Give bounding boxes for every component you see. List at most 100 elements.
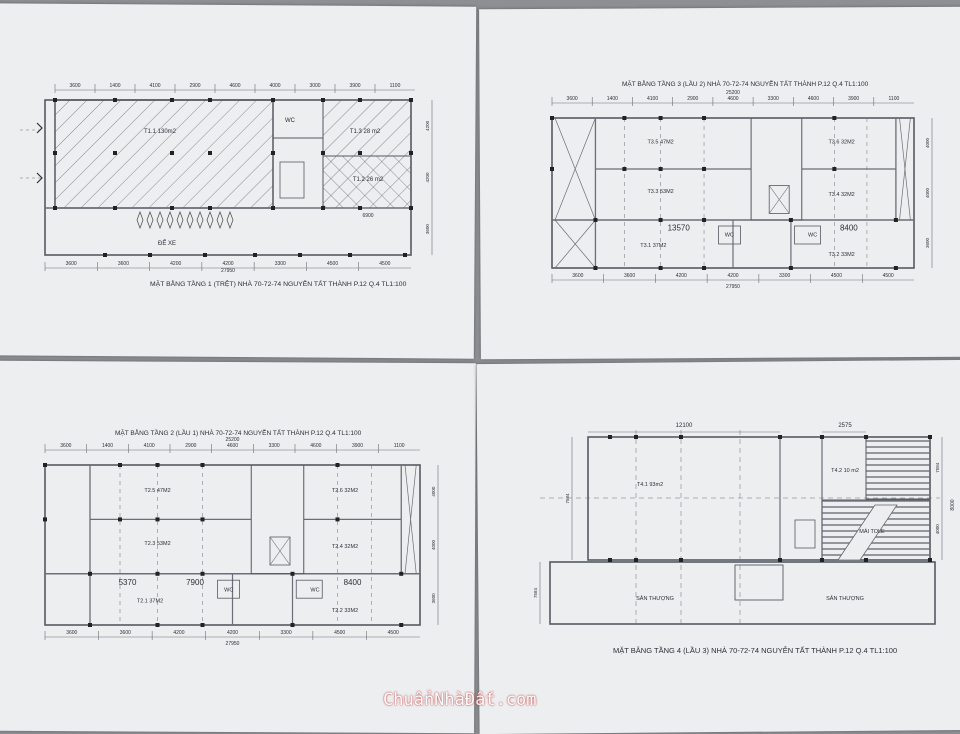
dimension-label: 3300 xyxy=(281,630,292,636)
column xyxy=(622,116,627,120)
motorbike-icon xyxy=(156,210,164,230)
dimension-label: 4200 xyxy=(727,273,738,279)
dimension-large: 8400 xyxy=(840,224,858,233)
dimension-label: 4000 xyxy=(431,486,436,497)
column xyxy=(155,463,160,467)
room-label: T2.2 33M2 xyxy=(332,608,358,614)
column xyxy=(928,558,932,562)
room-label: ĐỂ XE xyxy=(158,240,176,247)
dimension-label: 3300 xyxy=(269,443,280,449)
dimension-label: 4500 xyxy=(883,273,894,279)
dimension-label: 3600 xyxy=(624,273,635,279)
stair xyxy=(734,564,784,601)
column xyxy=(203,253,207,257)
room-label: T3.3 53M2 xyxy=(647,189,673,195)
column xyxy=(864,558,868,562)
dimension-label: 1400 xyxy=(102,443,113,449)
motorbike-icon xyxy=(196,210,204,230)
dimension-label: 12100 xyxy=(676,423,693,429)
dimension-label: 4100 xyxy=(144,443,155,449)
column xyxy=(170,206,174,210)
wc-room xyxy=(217,579,240,599)
column xyxy=(403,253,407,257)
dimension-label: 4100 xyxy=(149,83,160,89)
column xyxy=(53,151,57,155)
column xyxy=(778,435,782,439)
column xyxy=(335,463,340,467)
dimension-label: 3600 xyxy=(66,261,77,267)
dimension-label: 4200 xyxy=(222,261,233,267)
dimension-label: 1400 xyxy=(109,83,120,89)
dimension-label: 3000 xyxy=(309,83,320,89)
column xyxy=(928,435,932,439)
column xyxy=(702,218,707,222)
column xyxy=(864,435,868,439)
column xyxy=(113,206,117,210)
column xyxy=(335,517,340,522)
column xyxy=(88,623,92,627)
column xyxy=(148,253,152,257)
dimension-label: 2900 xyxy=(185,443,196,449)
section-arrow-icon xyxy=(36,122,43,134)
dimension-label: 3900 xyxy=(848,96,859,102)
column xyxy=(118,463,122,467)
dimension-label: 7584 xyxy=(935,462,940,473)
room-label: T2.4 32M2 xyxy=(332,544,358,550)
section-arrow-icon xyxy=(36,172,43,184)
room-label: T3.4 32M2 xyxy=(828,192,854,198)
column xyxy=(893,218,898,222)
dimension-total: 27950 xyxy=(226,641,240,647)
dimension-label: 4000 xyxy=(925,187,930,198)
dimension-label: 4500 xyxy=(327,261,338,267)
dimension-label: 2575 xyxy=(838,423,852,429)
column xyxy=(88,571,92,576)
dimension-overall: 25200 xyxy=(226,437,240,443)
room-label: WC xyxy=(224,587,233,593)
watermark: ChuẩnNhàĐất.com xyxy=(383,690,537,710)
column xyxy=(593,218,598,222)
void-x xyxy=(899,117,911,221)
motorbike-icon xyxy=(206,210,214,230)
column xyxy=(200,517,205,522)
column xyxy=(321,98,325,102)
dimension-label: 3900 xyxy=(352,443,363,449)
room-label: T1.2 26 m2 xyxy=(353,177,384,183)
void-x xyxy=(404,464,417,574)
dimension-total: 27950 xyxy=(221,268,235,274)
column xyxy=(290,623,295,627)
elevator xyxy=(768,185,790,214)
dimension-label: 3600 xyxy=(431,593,436,604)
dimension-label: 3600 xyxy=(118,261,129,267)
column xyxy=(608,435,612,439)
column xyxy=(170,151,174,155)
plan-title: MẶT BẰNG TẦNG 3 (LẦU 2) NHÀ 70-72-74 NGU… xyxy=(622,78,869,88)
column xyxy=(358,206,362,210)
motorbike-icon xyxy=(136,210,144,230)
room-label: MÁI TOLE xyxy=(859,528,885,535)
column xyxy=(409,206,413,210)
dimension-label: 4200 xyxy=(425,120,430,131)
motorbike-icon xyxy=(186,210,194,230)
dimension-label: 4000 xyxy=(925,137,930,148)
room-label: WC xyxy=(285,118,296,124)
column xyxy=(622,167,627,171)
column xyxy=(118,517,122,522)
core xyxy=(250,464,305,575)
terrace xyxy=(549,561,936,625)
column xyxy=(832,167,837,171)
room-t1-3 xyxy=(322,99,412,157)
elevator xyxy=(794,519,816,549)
dimension-label: 1100 xyxy=(390,83,401,89)
column xyxy=(253,253,257,257)
room-label: WC xyxy=(725,233,734,239)
motorbike-icon xyxy=(166,210,174,230)
dimension-label: 3600 xyxy=(69,83,80,89)
motorbike-icon xyxy=(216,210,224,230)
plan-title: MẶT BẰNG TẦNG 4 (LẦU 3) NHÀ 70-72-74 NGU… xyxy=(613,645,897,655)
plan-title: MẶT BẰNG TẦNG 1 (TRỆT) NHÀ 70-72-74 NGUY… xyxy=(150,278,407,288)
column xyxy=(658,218,663,222)
dimension-label: 3600 xyxy=(925,237,930,248)
column xyxy=(271,98,275,102)
